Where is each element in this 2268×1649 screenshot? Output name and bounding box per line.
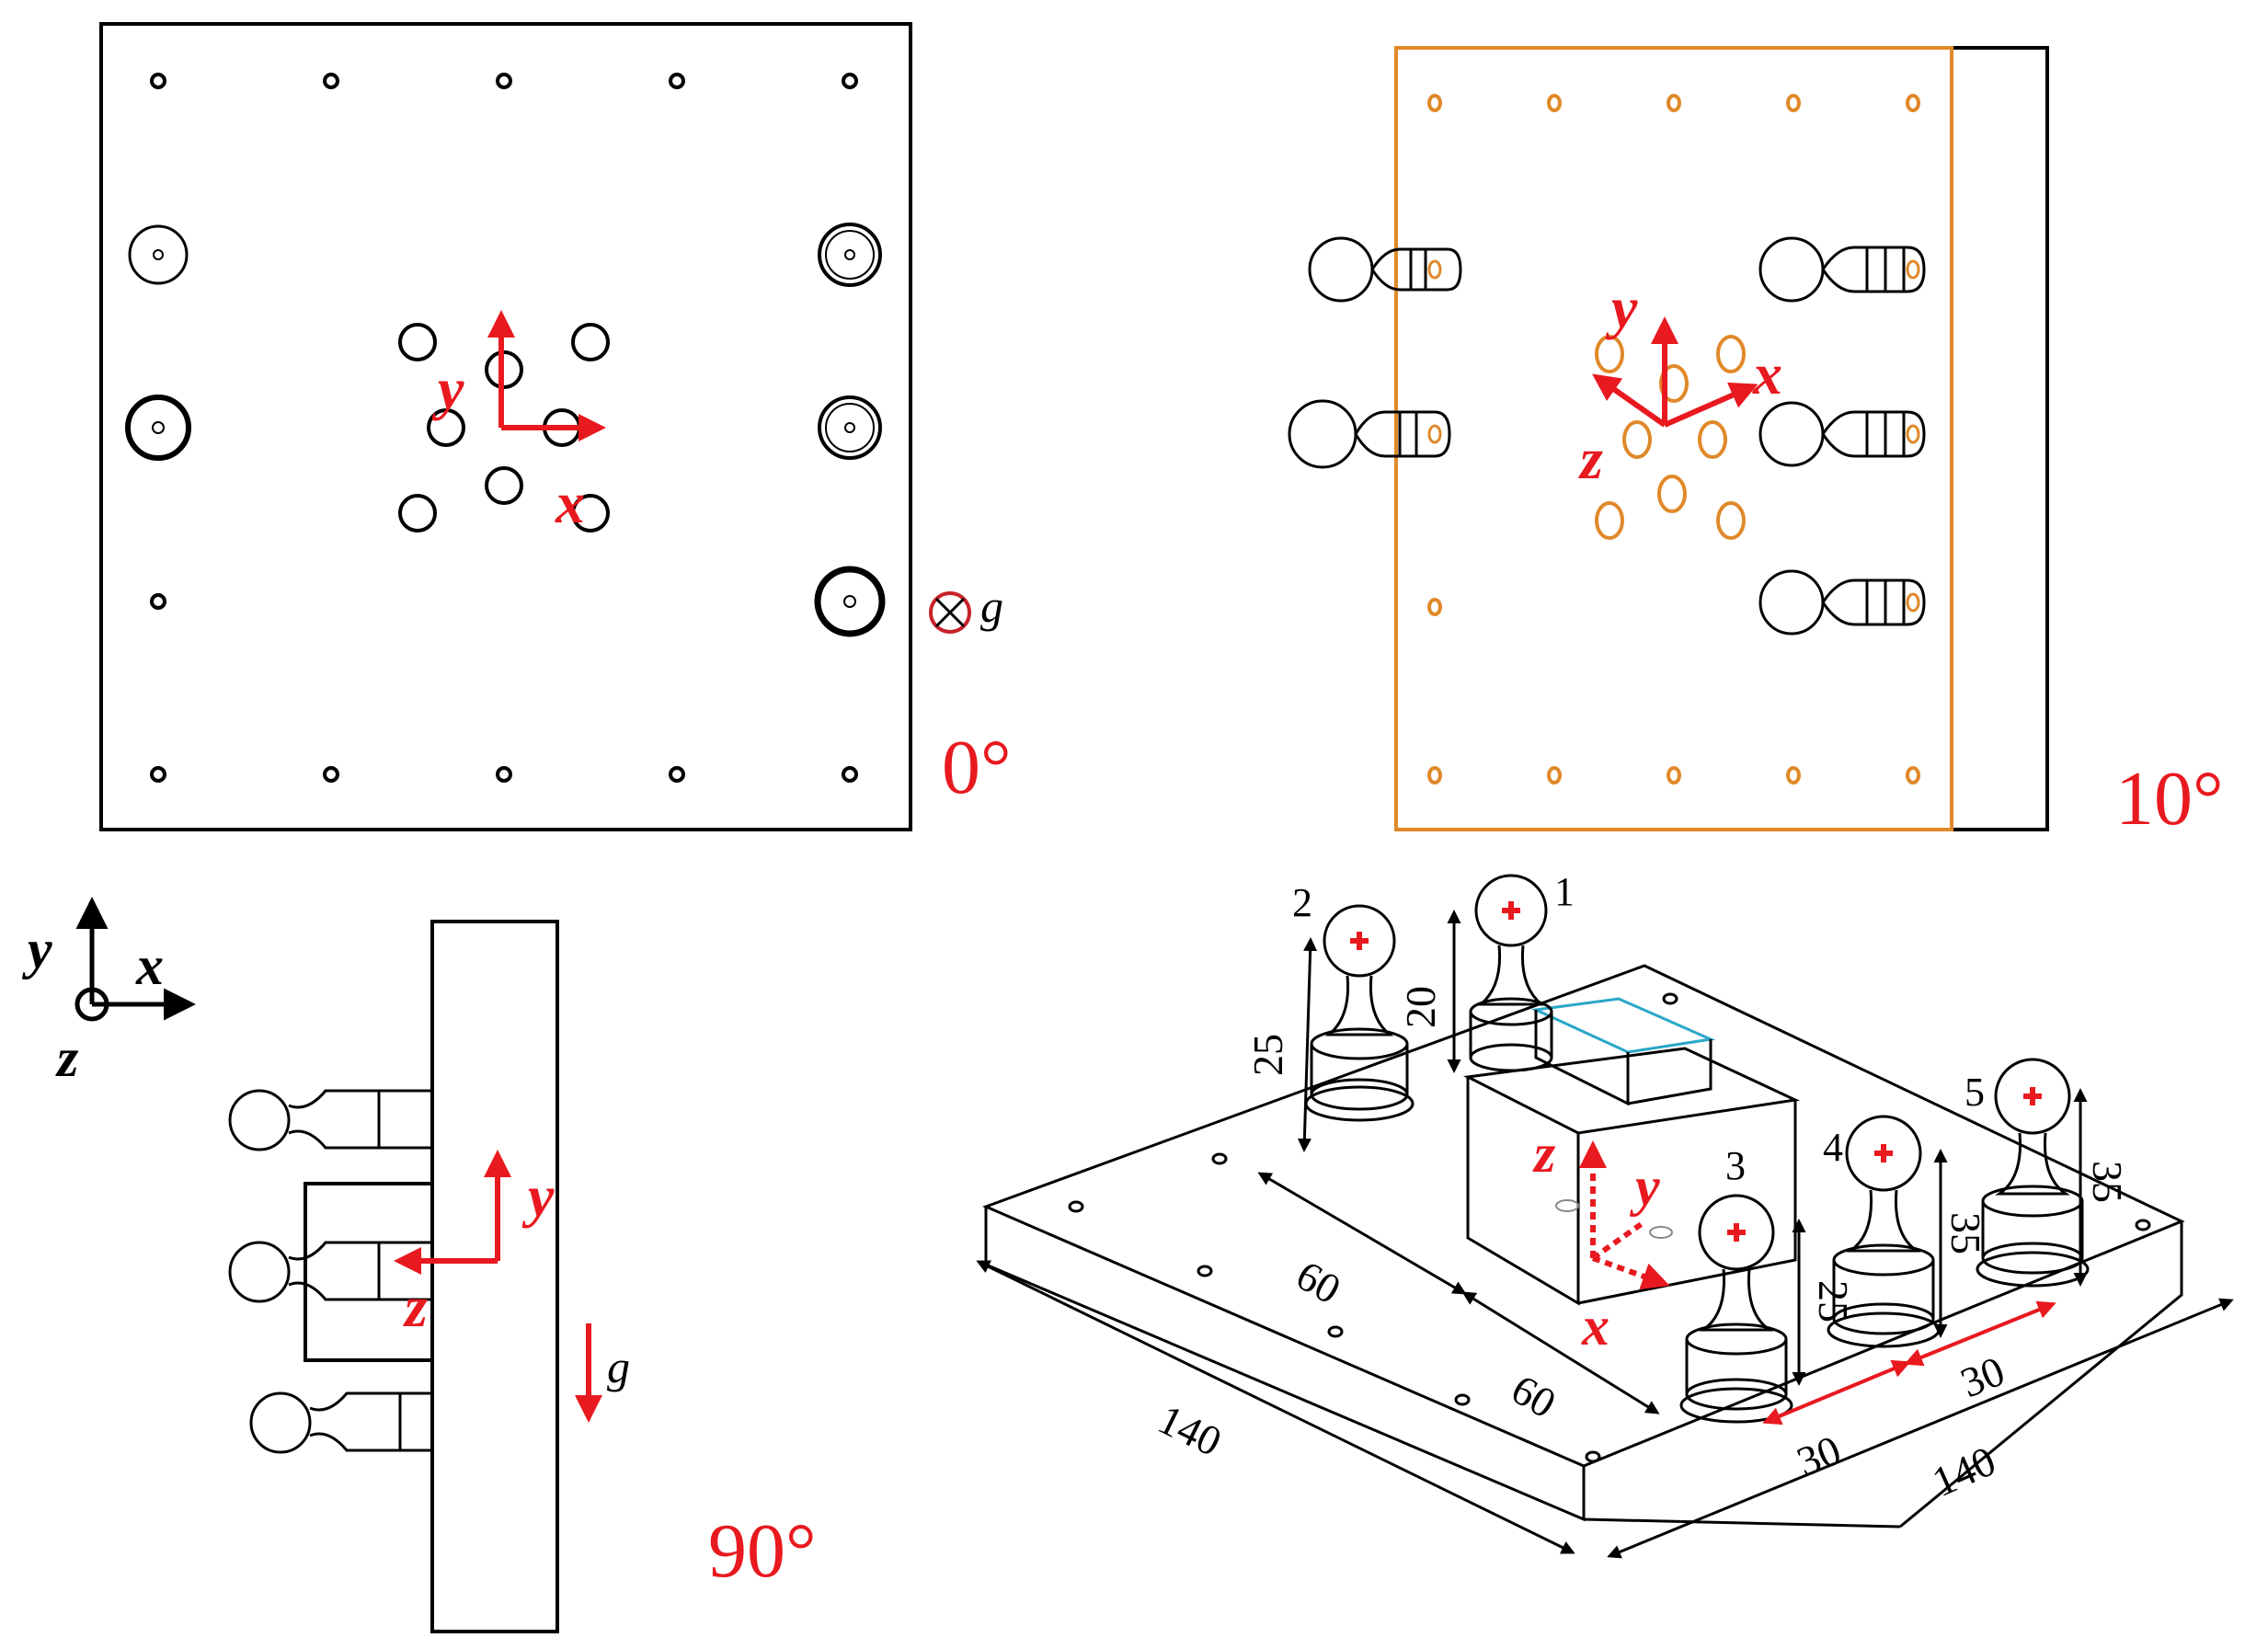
- coordinate-axes-10: y x z: [1578, 275, 1782, 491]
- axis-y-label: y: [521, 1163, 555, 1229]
- orange-holes: [1427, 94, 1920, 784]
- angle-label-10: 10°: [2115, 756, 2224, 842]
- fixture-block: [304, 1182, 434, 1362]
- axis-y-label: y: [1605, 275, 1638, 340]
- post-label-3: 3: [1725, 1143, 1746, 1188]
- axis-z-label: z: [403, 1274, 428, 1339]
- post-label-1: 1: [1554, 869, 1575, 914]
- probe-head: [1288, 399, 1451, 469]
- panel-bottom-left: y x z y z: [22, 897, 817, 1633]
- probe-head: [1758, 401, 1926, 467]
- post-label-4: 4: [1823, 1125, 1843, 1170]
- small-holes: [150, 73, 858, 783]
- post-center-dots: [1427, 259, 1920, 613]
- sensor-block: [1463, 1047, 1801, 1306]
- panel-top-right: y x z 10°: [1288, 46, 2224, 842]
- post-label-2: 2: [1292, 880, 1312, 925]
- legend-axis-z: z: [55, 1027, 79, 1088]
- post-number-labels: 1 2 3 4 5: [1292, 869, 1985, 1188]
- axis-z-label: z: [1532, 1123, 1556, 1184]
- post-label-5: 5: [1964, 1070, 1985, 1115]
- gravity-into-page-icon: [929, 591, 971, 634]
- legend-axis-x: x: [135, 935, 164, 996]
- dim-25-left: 25: [1244, 1034, 1291, 1076]
- dim-30-b: 30: [1954, 1347, 2011, 1407]
- probe-heads: [1288, 236, 1926, 636]
- probe-head: [1758, 569, 1926, 636]
- legend-axes: y x z: [22, 897, 196, 1088]
- dim-35-mid: 35: [1942, 1212, 1989, 1254]
- dim-20: 20: [1397, 986, 1444, 1028]
- plate-side-view: [430, 920, 559, 1633]
- posts: [1304, 874, 2090, 1424]
- axis-z-label: z: [1578, 426, 1603, 491]
- dim-60-a: 60: [1289, 1251, 1348, 1312]
- axis-x-label: x: [1581, 1296, 1609, 1357]
- probe-head: [1758, 236, 1926, 303]
- side-probes: [228, 1089, 432, 1454]
- probe-head: [1308, 236, 1462, 303]
- dim-140-left: 140: [1151, 1395, 1229, 1465]
- axis-x-label: x: [555, 470, 585, 535]
- dimension-labels: 20 25 25 35 35 60 60 30 30 140 140: [1151, 986, 2131, 1506]
- post-holes: [125, 223, 886, 637]
- legend-axis-y: y: [22, 919, 52, 979]
- gravity-label: g: [607, 1341, 630, 1392]
- plate-outline: [99, 22, 912, 831]
- dim-25-right: 25: [1810, 1280, 1857, 1323]
- red-spacing-lines: [1762, 1300, 2056, 1426]
- angle-label-90: 90°: [708, 1508, 817, 1594]
- side-probe: [228, 1089, 432, 1151]
- ball-center-markers: [1350, 901, 2042, 1242]
- top-bar: [1530, 997, 1716, 1106]
- coordinate-axes-iso: z y x: [1532, 1123, 1673, 1357]
- plate-outline-black: [1394, 46, 2049, 831]
- panel-bottom-right: 1 2 3 4 5 20 25 25 35 35 60: [976, 869, 2234, 1559]
- angle-label-0: 0°: [942, 725, 1012, 810]
- gravity-label: g: [980, 580, 1003, 632]
- panel-top-left: y x g 0°: [99, 22, 1012, 831]
- side-probe: [228, 1241, 432, 1303]
- side-probe: [249, 1391, 432, 1454]
- axis-x-label: x: [1752, 341, 1782, 407]
- plate-outline-orange: [1394, 46, 1953, 831]
- dimension-lines: [976, 910, 2234, 1559]
- axis-y-label: y: [1630, 1156, 1660, 1217]
- dim-60-b: 60: [1504, 1365, 1564, 1426]
- dim-35-right: 35: [2084, 1161, 2131, 1203]
- post-1: [1469, 874, 1553, 1072]
- dim-30-a: 30: [1791, 1426, 1848, 1486]
